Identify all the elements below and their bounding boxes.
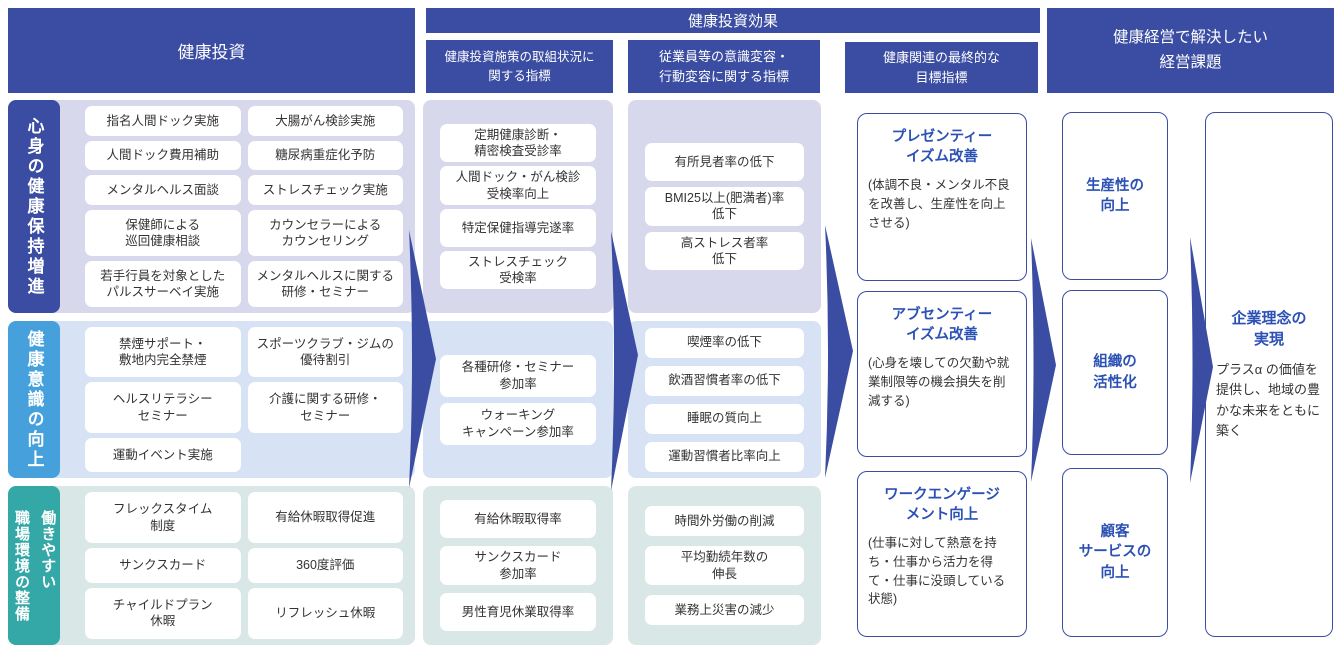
philosophy-box: 企業理念の 実現 プラスα の価値を提供し、地域の豊かな未来をともに築く [1205, 112, 1333, 637]
indicator-item: 喫煙率の低下 [645, 327, 804, 358]
indicator-item: 有給休暇取得率 [440, 500, 596, 539]
panel-investments-row3: フレックスタイム 制度 有給休暇取得促進 サンクスカード 360度評価 チャイル… [8, 486, 415, 645]
target-title: プレゼンティー イズム改善 [891, 129, 993, 165]
investment-item: 保健師による 巡回健康相談 [85, 210, 241, 257]
investment-item: 大腸がん検診実施 [247, 106, 403, 136]
goal-box-productivity: 生産性の 向上 [1062, 112, 1168, 280]
indicator-item: 睡眠の質向上 [645, 403, 804, 434]
investment-item: ヘルスリテラシー セミナー [85, 382, 241, 433]
indicator-item: 飲酒習慣者率の低下 [645, 365, 804, 396]
investment-item: 禁煙サポート・ 敷地内完全禁煙 [85, 327, 241, 378]
target-box-absenteeism: アブセンティー イズム改善 (心身を壊しての欠勤や就業制限等の機会損失を削減する… [857, 291, 1027, 457]
philosophy-description: プラスα の価値を提供し、地域の豊かな未来をともに築く [1216, 362, 1321, 438]
panel-process-indicators-row2: 各種研修・セミナー 参加率 ウォーキング キャンペーン参加率 [423, 321, 613, 478]
right-arrow-icon [409, 230, 436, 488]
panel-behavior-indicators-row1: 有所見者率の低下 BMI25以上(肥満者)率 低下 高ストレス者率 低下 [628, 100, 821, 313]
investment-item: 若手行員を対象とした パルスサーベイ実施 [85, 261, 241, 307]
behavior-indicator-stack-row3: 時間外労働の削減 平均勤続年数の 伸長 業務上災害の減少 [628, 486, 821, 645]
investment-item: サンクスカード [85, 548, 241, 583]
row-label-health-awareness: 健康意識の向上 [8, 321, 60, 478]
investment-grid-row1: 指名人間ドック実施 大腸がん検診実施 人間ドック費用補助 糖尿病重症化予防 メン… [8, 100, 415, 313]
target-box-presenteeism: プレゼンティー イズム改善 (体調不良・メンタル不良を改善し、生産性を向上させる… [857, 113, 1027, 281]
subheader-awareness-behavior-indicators: 従業員等の意識変容・ 行動変容に関する指標 [628, 40, 820, 93]
indicator-item: 有所見者率の低下 [645, 143, 804, 181]
investment-item: メンタルヘルス面談 [85, 175, 241, 206]
process-indicator-stack-row1: 定期健康診断・ 精密検査受診率 人間ドック・がん検診 受検率向上 特定保健指導完… [423, 100, 613, 313]
panel-process-indicators-row3: 有給休暇取得率 サンクスカード 参加率 男性育児休業取得率 [423, 486, 613, 645]
subheader-final-target-indicators: 健康関連の最終的な 目標指標 [845, 42, 1038, 93]
goal-box-organization: 組織の 活性化 [1062, 290, 1168, 455]
goal-box-customer-service: 顧客 サービスの 向上 [1062, 468, 1168, 637]
subheader-initiative-status-indicators: 健康投資施策の取組状況に 関する指標 [426, 40, 613, 93]
investment-grid-row2: 禁煙サポート・ 敷地内完全禁煙 スポーツクラブ・ジムの 優待割引 ヘルスリテラシ… [8, 321, 415, 478]
right-arrow-icon [825, 225, 853, 478]
philosophy-title: 企業理念の 実現 [1231, 310, 1307, 349]
behavior-indicator-stack-row2: 喫煙率の低下 飲酒習慣者率の低下 睡眠の質向上 運動習慣者比率向上 [628, 321, 821, 478]
target-box-work-engagement: ワークエンゲージ メント向上 (仕事に対して熱意を持ち・仕事から活力を得て・仕事… [857, 471, 1027, 637]
indicator-item: ストレスチェック 受検率 [440, 250, 596, 290]
panel-investments-row1: 指名人間ドック実施 大腸がん検診実施 人間ドック費用補助 糖尿病重症化予防 メン… [8, 100, 415, 313]
investment-item: 360度評価 [247, 548, 403, 583]
indicator-item: 定期健康診断・ 精密検査受診率 [440, 123, 596, 163]
indicator-item: 平均勤続年数の 伸長 [645, 546, 804, 585]
right-arrow-icon [1031, 238, 1056, 482]
indicator-item: 人間ドック・がん検診 受検率向上 [440, 166, 596, 205]
panel-investments-row2: 禁煙サポート・ 敷地内完全禁煙 スポーツクラブ・ジムの 優待割引 ヘルスリテラシ… [8, 321, 415, 478]
process-indicator-stack-row3: 有給休暇取得率 サンクスカード 参加率 男性育児休業取得率 [423, 486, 613, 645]
investment-item: 運動イベント実施 [85, 437, 241, 472]
right-arrow-icon [611, 231, 638, 491]
target-description: (体調不良・メンタル不良を改善し、生産性を向上させる) [868, 178, 1010, 230]
target-description: (心身を壊しての欠勤や就業制限等の機会損失を削減する) [868, 356, 1010, 408]
panel-behavior-indicators-row2: 喫煙率の低下 飲酒習慣者率の低下 睡眠の質向上 運動習慣者比率向上 [628, 321, 821, 478]
target-description: (仕事に対して熱意を持ち・仕事から活力を得て・仕事に没頭している状態) [868, 536, 1006, 607]
indicator-item: BMI25以上(肥満者)率 低下 [645, 187, 804, 226]
header-investment-effect: 健康投資効果 [426, 8, 1040, 33]
panel-process-indicators-row1: 定期健康診断・ 精密検査受診率 人間ドック・がん検診 受検率向上 特定保健指導完… [423, 100, 613, 313]
investment-item: 糖尿病重症化予防 [247, 140, 403, 171]
row-label-workplace-environment: 働きやすい 職場環境の整備 [8, 486, 60, 645]
investment-item: リフレッシュ休暇 [247, 587, 403, 639]
indicator-item: 男性育児休業取得率 [440, 592, 596, 631]
target-title: アブセンティー イズム改善 [891, 307, 993, 343]
row-label-physical-mental-health: 心身の健康保持増進 [8, 100, 60, 313]
right-arrow-icon [1190, 237, 1213, 483]
investment-item: 介護に関する研修・ セミナー [247, 382, 403, 433]
indicator-item: 業務上災害の減少 [645, 594, 804, 625]
investment-item: チャイルドプラン 休暇 [85, 587, 241, 639]
target-title: ワークエンゲージ メント向上 [884, 487, 1000, 523]
indicator-item: サンクスカード 参加率 [440, 546, 596, 585]
investment-item: メンタルヘルスに関する 研修・セミナー [247, 261, 403, 307]
behavior-indicator-stack-row1: 有所見者率の低下 BMI25以上(肥満者)率 低下 高ストレス者率 低下 [628, 100, 821, 313]
process-indicator-stack-row2: 各種研修・セミナー 参加率 ウォーキング キャンペーン参加率 [423, 321, 613, 478]
panel-behavior-indicators-row3: 時間外労働の削減 平均勤続年数の 伸長 業務上災害の減少 [628, 486, 821, 645]
investment-item: 指名人間ドック実施 [85, 106, 241, 136]
investment-item: カウンセラーによる カウンセリング [247, 210, 403, 257]
investment-item: 人間ドック費用補助 [85, 140, 241, 171]
investment-item: フレックスタイム 制度 [85, 492, 241, 544]
indicator-item: 高ストレス者率 低下 [645, 231, 804, 270]
indicator-item: 各種研修・セミナー 参加率 [440, 354, 596, 397]
investment-grid-row3: フレックスタイム 制度 有給休暇取得促進 サンクスカード 360度評価 チャイル… [8, 486, 415, 645]
indicator-item: ウォーキング キャンペーン参加率 [440, 402, 596, 445]
investment-item: ストレスチェック実施 [247, 175, 403, 206]
indicator-item: 運動習慣者比率向上 [645, 441, 804, 472]
indicator-item: 特定保健指導完遂率 [440, 208, 596, 247]
header-health-investment: 健康投資 [8, 8, 415, 93]
header-management-issues: 健康経営で解決したい 経営課題 [1047, 8, 1334, 93]
investment-item: 有給休暇取得促進 [247, 492, 403, 544]
indicator-item: 時間外労働の削減 [645, 506, 804, 537]
investment-item: スポーツクラブ・ジムの 優待割引 [247, 327, 403, 378]
